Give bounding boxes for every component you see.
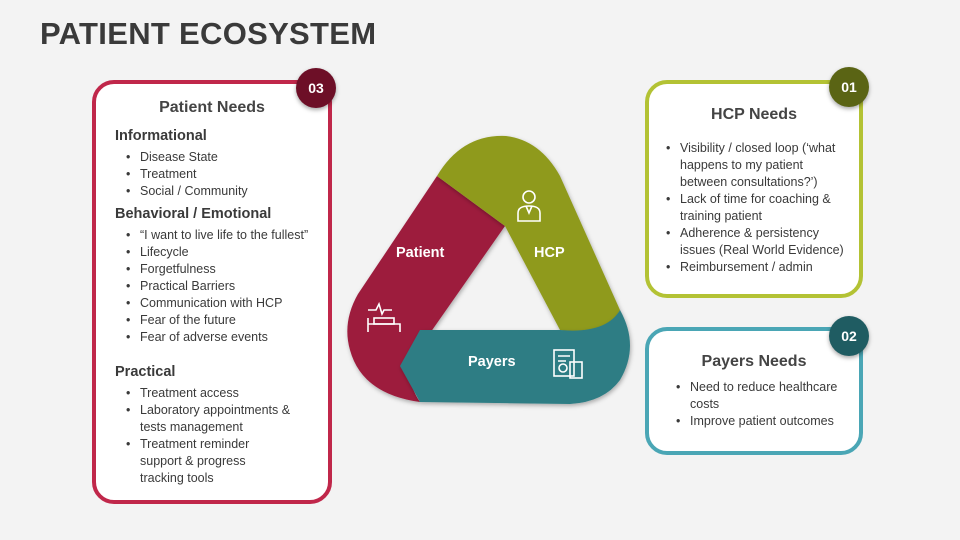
section-heading-informational: Informational <box>115 128 207 144</box>
list-item: Adherence & persistency issues (Real Wor… <box>655 225 847 259</box>
list-item: Forgetfulness <box>115 261 320 278</box>
list-item: Fear of adverse events <box>115 329 320 346</box>
patient-label: Patient <box>396 245 445 261</box>
list-item: Fear of the future <box>115 312 320 329</box>
list-item: Communication with HCP <box>115 295 320 312</box>
list-item: Disease State <box>115 149 320 166</box>
list-item: “I want to live life to the fullest” <box>115 227 320 244</box>
list-item: Lifecycle <box>115 244 320 261</box>
list-item: Lack of time for coaching & training pat… <box>655 191 847 225</box>
list-item: Visibility / closed loop (‘what happens … <box>655 140 847 191</box>
section-heading-practical: Practical <box>115 364 176 380</box>
payers-label: Payers <box>468 354 516 370</box>
hcp-needs-list: Visibility / closed loop (‘what happens … <box>655 140 847 276</box>
patient-badge: 03 <box>296 68 336 108</box>
payers-badge: 02 <box>829 316 869 356</box>
section-heading-behavioral: Behavioral / Emotional <box>115 206 272 222</box>
hcp-needs-card: HCP Needs Visibility / closed loop (‘wha… <box>645 80 863 298</box>
payment-icon <box>553 349 583 379</box>
patient-needs-content: Informational Disease State Treatment So… <box>115 128 320 493</box>
hcp-label: HCP <box>534 245 565 261</box>
patient-needs-card: Patient Needs Informational Disease Stat… <box>92 80 332 504</box>
behavioral-list: “I want to live life to the fullest” Lif… <box>115 227 320 346</box>
hcp-needs-title: HCP Needs <box>711 106 797 123</box>
hcp-segment <box>437 135 620 332</box>
list-item: Improve patient outcomes <box>665 413 845 430</box>
list-item: Treatment <box>115 166 320 183</box>
list-item: Treatment reminder support & progress tr… <box>115 436 290 487</box>
list-item: Need to reduce healthcare costs <box>665 379 845 413</box>
list-item: Treatment access <box>115 385 320 402</box>
hospital-bed-icon <box>367 301 401 332</box>
payers-needs-card: Payers Needs Need to reduce healthcare c… <box>645 327 863 455</box>
hcp-badge: 01 <box>829 67 869 107</box>
list-item: Reimbursement / admin <box>655 259 847 276</box>
payers-needs-list: Need to reduce healthcare costs Improve … <box>665 379 845 430</box>
payers-needs-title: Payers Needs <box>701 353 807 370</box>
list-item: Social / Community <box>115 183 320 200</box>
list-item: Laboratory appointments & tests manageme… <box>115 402 310 436</box>
patient-needs-title: Patient Needs <box>159 99 265 116</box>
page-title: PATIENT ECOSYSTEM <box>40 16 377 51</box>
practical-list: Treatment access Laboratory appointments… <box>115 385 320 487</box>
doctor-icon <box>517 190 541 222</box>
list-item: Practical Barriers <box>115 278 320 295</box>
informational-list: Disease State Treatment Social / Communi… <box>115 149 320 200</box>
